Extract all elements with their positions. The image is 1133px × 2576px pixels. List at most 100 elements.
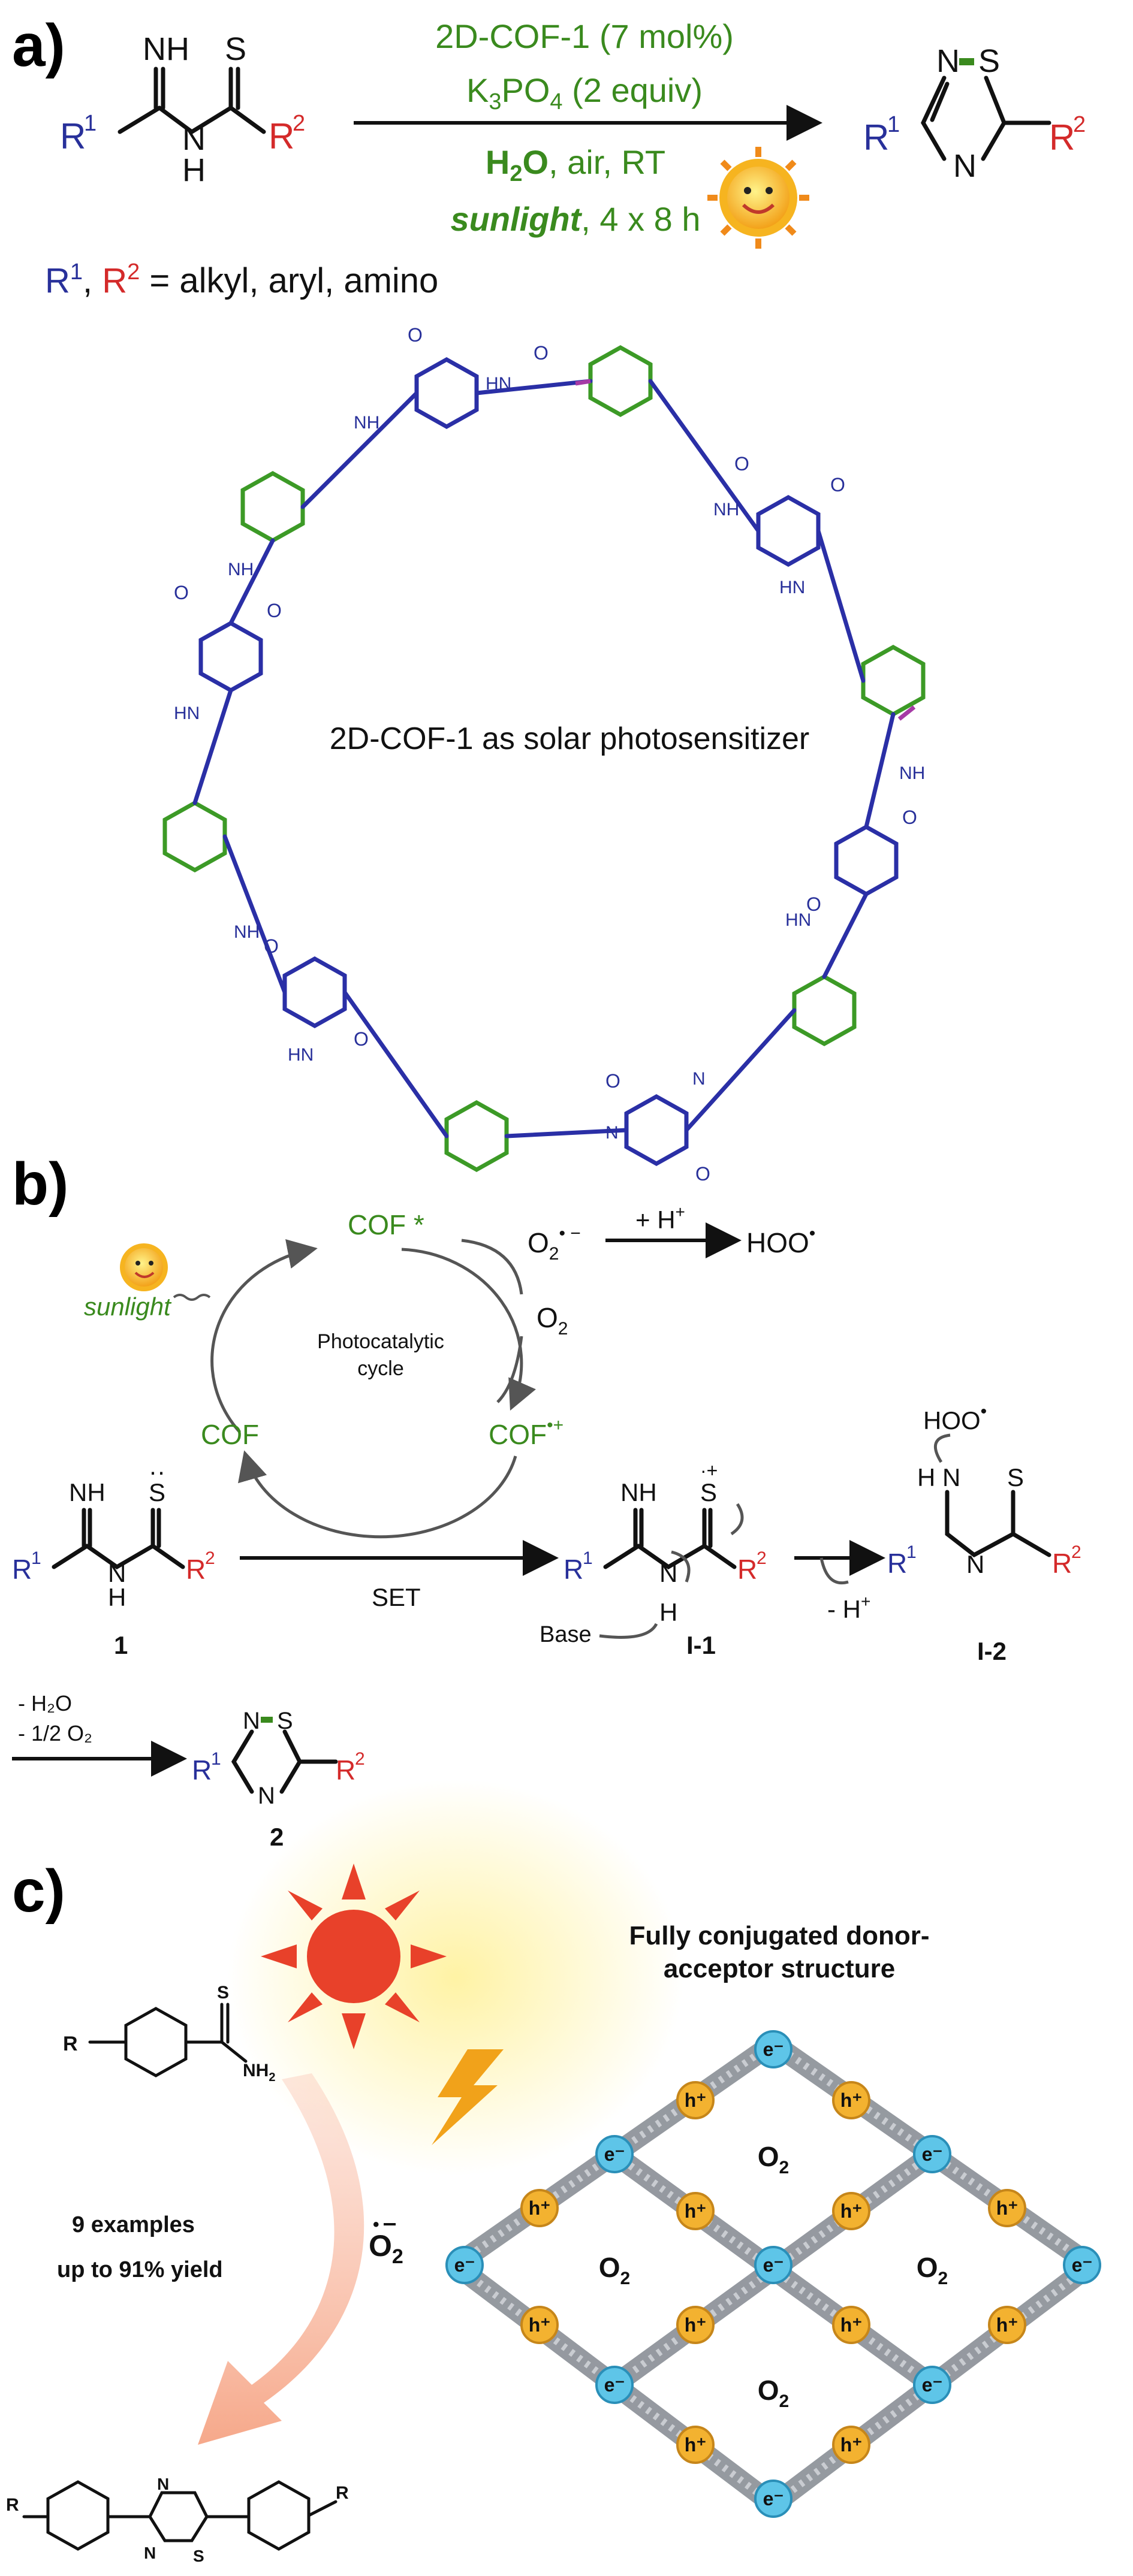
svg-text:S: S	[149, 1478, 165, 1506]
svg-text:H: H	[659, 1598, 677, 1626]
svg-text:HN: HN	[174, 703, 200, 723]
svg-text:N: N	[144, 2544, 156, 2562]
cof-center-label: 2D-COF-1 as solar photosensitizer	[330, 721, 810, 756]
svg-text:O: O	[695, 1163, 710, 1185]
svg-text:e⁻: e⁻	[763, 2488, 784, 2509]
panel-b-label: b)	[12, 1150, 68, 1218]
svg-text:NH: NH	[69, 1478, 106, 1506]
svg-text:R: R	[737, 1554, 757, 1585]
sun-icon	[261, 1864, 447, 2049]
cycle-label-line2: cycle	[357, 1357, 403, 1380]
cof-node-top	[588, 345, 653, 418]
oxygen: O2	[537, 1302, 568, 1339]
svg-text:h⁺: h⁺	[840, 2200, 862, 2222]
cof-linker-lower-left	[282, 956, 347, 1029]
pore-o2-right: O2	[917, 2252, 948, 2288]
superoxide-radical: O2	[369, 2229, 403, 2268]
reactant-n: N	[182, 121, 206, 157]
svg-text:•: •	[373, 2215, 379, 2234]
product-2-label: 2	[270, 1823, 284, 1851]
svg-text:h⁺: h⁺	[840, 2314, 862, 2336]
svg-text:N: N	[243, 1708, 260, 1734]
panel-b: b) COF * O2• − + H+ HOO• O2 sunlight Pho…	[12, 1150, 1081, 1851]
lightning-bolt-icon	[432, 2049, 504, 2145]
intermediate-i1-label: I-1	[686, 1631, 716, 1659]
svg-text:H: H	[108, 1583, 126, 1611]
svg-text:N: N	[966, 1550, 984, 1578]
svg-text:e⁻: e⁻	[604, 2143, 625, 2165]
intermediate-i1: NH S ·+ R 1 N H R 2 Base I-1	[540, 1460, 767, 1659]
thioamide-substrate: R S NH2	[63, 1983, 275, 2084]
svg-text:NH: NH	[620, 1478, 657, 1506]
svg-text:h⁺: h⁺	[685, 2200, 706, 2222]
yield-summary: up to 91% yield	[57, 2257, 223, 2282]
svg-text:h⁺: h⁺	[685, 2434, 706, 2456]
reactant-h: H	[182, 152, 206, 188]
svg-text:h⁺: h⁺	[529, 2197, 550, 2219]
cof-node-lower-right	[792, 974, 857, 1047]
svg-text:R: R	[192, 1754, 212, 1786]
product-r1: R	[863, 117, 889, 158]
svg-text:O: O	[264, 935, 279, 957]
svg-text:1: 1	[211, 1749, 221, 1769]
cycle-arc-left	[210, 1239, 318, 1433]
svg-text:H: H	[917, 1463, 935, 1491]
cof-node-upper-right	[861, 644, 926, 717]
hydroperoxyl: HOO•	[746, 1224, 815, 1258]
svg-text:2: 2	[355, 1749, 365, 1769]
substrate-1: NH S ·· R 1 N H R 2 1	[12, 1457, 215, 1659]
svg-text:R: R	[63, 2033, 78, 2055]
svg-text:O: O	[534, 342, 549, 364]
hole-sites: h⁺ h⁺ h⁺ h⁺ h⁺ h⁺ h⁺ h⁺ h⁺ h⁺	[520, 2081, 1026, 2464]
svg-text:h⁺: h⁺	[685, 2089, 706, 2111]
svg-text:R: R	[6, 2495, 19, 2515]
cof-linker-upper-right	[756, 494, 821, 567]
cycle-arc-bottom	[238, 1450, 517, 1539]
sun-icon-small	[120, 1243, 168, 1291]
svg-text:NH: NH	[234, 922, 260, 942]
cof-node-upper-left	[240, 470, 305, 543]
product-s: S	[978, 43, 1000, 79]
minus-water: - H₂O	[18, 1691, 72, 1716]
svg-text:1: 1	[583, 1548, 593, 1568]
sun-smiley-icon	[707, 147, 809, 249]
product-n2: N	[953, 148, 977, 184]
minus-half-oxygen: - 1/2 O₂	[18, 1721, 92, 1745]
intermediate-i2: N S H N R 1 R 2 HOO• I-2	[887, 1402, 1081, 1665]
svg-text:2: 2	[1071, 1542, 1081, 1562]
plus-proton: + H+	[635, 1203, 685, 1234]
reactant-r1-sup: 1	[84, 111, 97, 136]
svg-text:S: S	[217, 1983, 229, 2003]
cof-linker-right-lower	[834, 824, 899, 897]
svg-text:1: 1	[31, 1548, 41, 1568]
svg-text:O: O	[267, 600, 282, 621]
cof-macrocycle: O O O O O O O O O O O O HN NH NH HN NH H…	[162, 324, 926, 1185]
product-r2: R	[1049, 117, 1075, 158]
svg-text:2: 2	[205, 1548, 215, 1568]
panel-c-label: c)	[12, 1858, 65, 1925]
svg-text:S: S	[700, 1478, 717, 1506]
svg-text:e⁻: e⁻	[1072, 2254, 1093, 2276]
svg-text:R: R	[887, 1548, 907, 1579]
set-label: SET	[372, 1583, 421, 1611]
electron-sites: e⁻ e⁻ e⁻ e⁻ e⁻ e⁻ e⁻ e⁻ e⁻	[445, 2030, 1101, 2518]
svg-text:NH: NH	[899, 763, 925, 783]
svg-text:h⁺: h⁺	[685, 2314, 706, 2336]
reactant-structure: NH S R 1 N H R 2	[60, 31, 305, 188]
reactant-nh: NH	[143, 31, 189, 67]
svg-text:h⁺: h⁺	[996, 2197, 1018, 2219]
svg-text:N: N	[108, 1559, 126, 1587]
hoo-radical: HOO•	[923, 1402, 987, 1435]
cof-linker-top	[414, 357, 479, 430]
svg-text:R: R	[1052, 1548, 1072, 1579]
reactant-s: S	[225, 31, 246, 67]
product-r2-sup: 2	[1073, 112, 1086, 137]
svg-text:O: O	[408, 324, 423, 346]
reactant-r2-sup: 2	[293, 111, 305, 136]
svg-text:NH: NH	[713, 500, 739, 520]
svg-text:h⁺: h⁺	[840, 2434, 862, 2456]
condition-base: K3PO4 (2 equiv)	[466, 71, 703, 114]
svg-text:e⁻: e⁻	[604, 2374, 625, 2396]
product-r1-sup: 1	[887, 112, 900, 137]
